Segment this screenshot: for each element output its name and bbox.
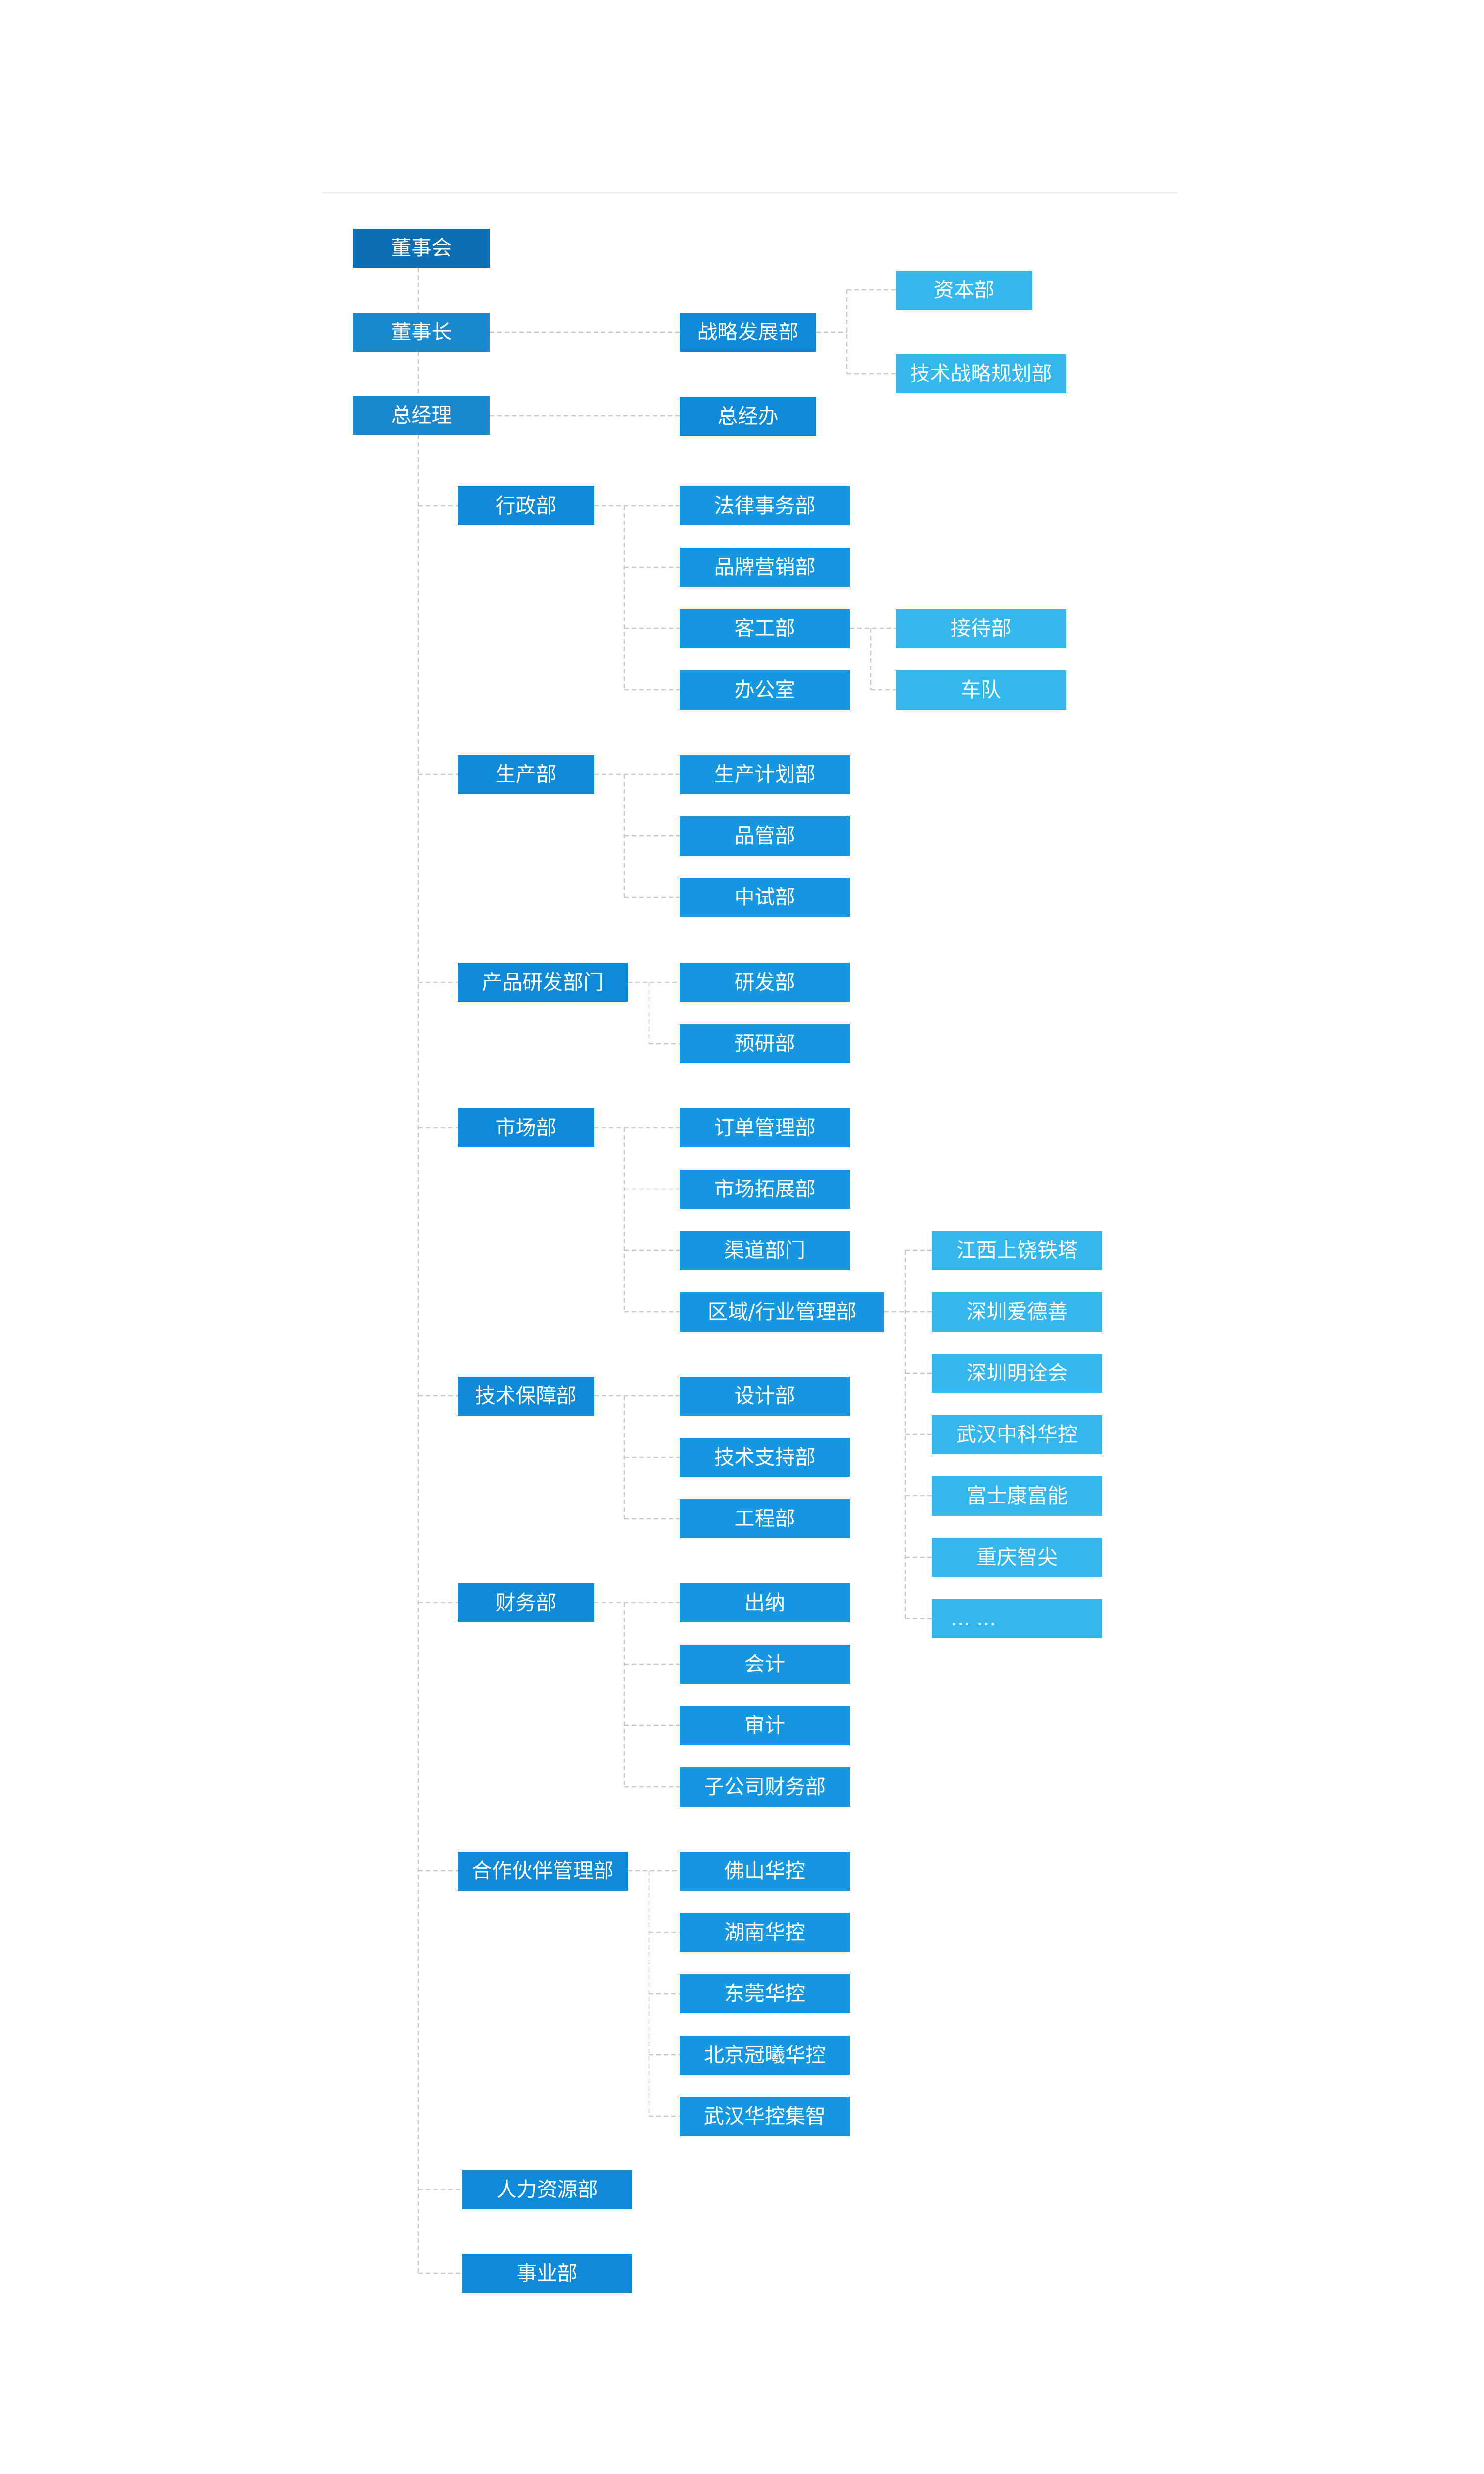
node-region-dept[interactable]: 区域/行业管理部	[680, 1292, 884, 1332]
node-board[interactable]: 董事会	[353, 229, 490, 268]
node-quality-dept[interactable]: 品管部	[680, 816, 850, 856]
node-engineering-dept[interactable]: 工程部	[680, 1499, 850, 1538]
node-reception-dept[interactable]: 接待部	[896, 609, 1066, 648]
node-pre-research-dept[interactable]: 预研部	[680, 1024, 850, 1063]
node-expansion-dept[interactable]: 市场拓展部	[680, 1170, 850, 1209]
node-tech-support-dept[interactable]: 技术支持部	[680, 1438, 850, 1477]
node-rnd-division[interactable]: 产品研发部门	[458, 963, 628, 1002]
node-design-dept[interactable]: 设计部	[680, 1377, 850, 1416]
node-hr-dept[interactable]: 人力资源部	[462, 2170, 632, 2209]
node-audit[interactable]: 审计	[680, 1706, 850, 1745]
node-wuhan-jz[interactable]: 武汉华控集智	[680, 2097, 850, 2136]
node-gm-office[interactable]: 总经办	[680, 397, 816, 436]
node-rnd-dept[interactable]: 研发部	[680, 963, 850, 1002]
node-brand-dept[interactable]: 品牌营销部	[680, 548, 850, 587]
node-orders-dept[interactable]: 订单管理部	[680, 1108, 850, 1147]
node-dongguan[interactable]: 东莞华控	[680, 1974, 850, 2013]
node-legal-dept[interactable]: 法律事务部	[680, 486, 850, 525]
node-market-dept[interactable]: 市场部	[458, 1108, 594, 1147]
node-strategy-dept[interactable]: 战略发展部	[680, 313, 816, 352]
node-shenzhen-ming[interactable]: 深圳明诠会	[932, 1354, 1102, 1393]
node-tech-support-division[interactable]: 技术保障部	[458, 1377, 594, 1416]
node-finance-dept[interactable]: 财务部	[458, 1583, 594, 1622]
node-chairman[interactable]: 董事长	[353, 313, 490, 352]
node-prod-plan-dept[interactable]: 生产计划部	[680, 755, 850, 794]
node-cashier[interactable]: 出纳	[680, 1583, 850, 1622]
node-general-manager[interactable]: 总经理	[353, 396, 490, 435]
node-admin-dept[interactable]: 行政部	[458, 486, 594, 525]
node-wuhan-zk[interactable]: 武汉中科华控	[932, 1415, 1102, 1454]
node-hunan[interactable]: 湖南华控	[680, 1913, 850, 1952]
link-group	[417, 268, 932, 2274]
node-foshan[interactable]: 佛山华控	[680, 1852, 850, 1891]
node-jiangxi[interactable]: 江西上饶铁塔	[932, 1231, 1102, 1270]
node-foxconn[interactable]: 富士康富能	[932, 1476, 1102, 1516]
node-more[interactable]: ... ...	[932, 1599, 1102, 1638]
node-shenzhen-ai[interactable]: 深圳爱德善	[932, 1292, 1102, 1332]
node-fleet[interactable]: 车队	[896, 670, 1066, 710]
node-capital-dept[interactable]: 资本部	[896, 271, 1032, 310]
node-guest-dept[interactable]: 客工部	[680, 609, 850, 648]
node-office[interactable]: 办公室	[680, 670, 850, 710]
node-accounting[interactable]: 会计	[680, 1645, 850, 1684]
node-sub-finance-dept[interactable]: 子公司财务部	[680, 1767, 850, 1807]
node-partner-dept[interactable]: 合作伙伴管理部	[458, 1852, 628, 1891]
node-business-dept[interactable]: 事业部	[462, 2254, 632, 2293]
node-pilot-dept[interactable]: 中试部	[680, 878, 850, 917]
node-production-dept[interactable]: 生产部	[458, 755, 594, 794]
node-chongqing[interactable]: 重庆智尖	[932, 1538, 1102, 1577]
node-channel-dept[interactable]: 渠道部门	[680, 1231, 850, 1270]
node-tech-strategy-dept[interactable]: 技术战略规划部	[896, 354, 1066, 393]
node-beijing[interactable]: 北京冠曦华控	[680, 2036, 850, 2075]
